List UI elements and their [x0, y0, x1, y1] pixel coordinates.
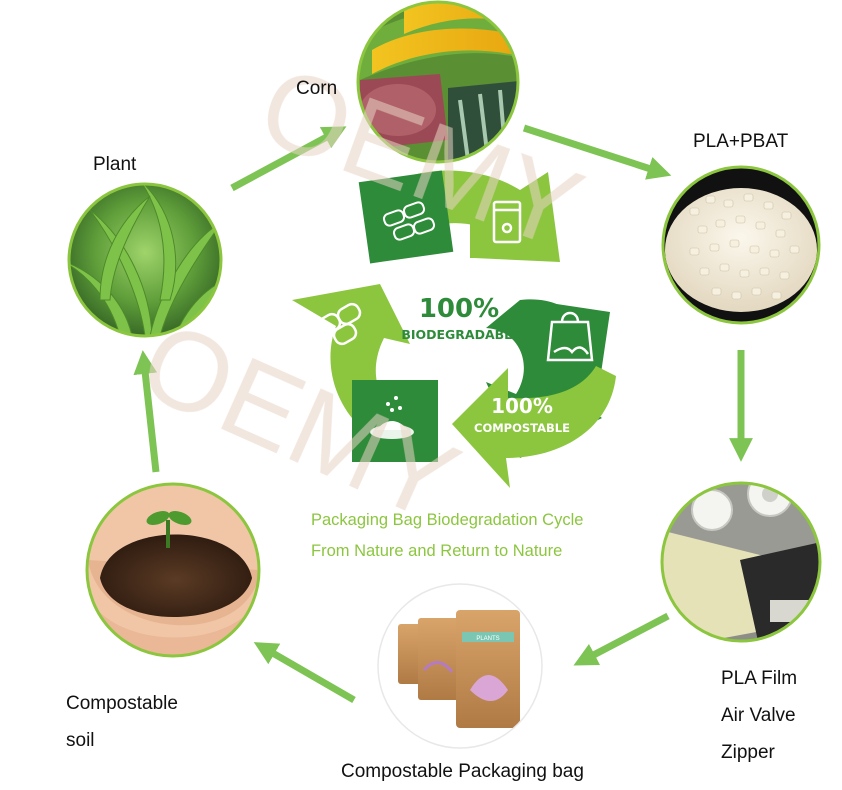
compost-icon	[316, 302, 362, 346]
label-packaging-bag: Compostable Packaging bag	[341, 761, 584, 782]
biodegradable-percent: 100%	[419, 294, 499, 324]
arrow-bag-to-soil	[253, 642, 356, 704]
compostable-label: COMPOSTABLE	[474, 421, 570, 435]
label-compostable: Compostable	[66, 693, 178, 714]
label-pla-film: PLA Film	[721, 668, 798, 689]
compostable-percent: 100%	[491, 394, 553, 418]
pla-film-image	[660, 481, 822, 643]
powder-icon	[370, 396, 414, 439]
recycle-arrow-compost	[452, 366, 616, 488]
pla-pbat-image	[661, 165, 821, 325]
label-pla-pbat: PLA+PBAT	[693, 131, 789, 152]
label-soil: soil	[66, 730, 95, 751]
arrow-plant-to-corn	[230, 126, 347, 192]
plant-image	[67, 182, 223, 338]
label-zipper: Zipper	[721, 742, 775, 763]
pellets-icon	[382, 201, 436, 241]
pouch-icon	[492, 200, 522, 244]
powder-tile	[352, 380, 438, 462]
recycle-symbol	[292, 170, 616, 488]
packaging-bag-image: PLANTS	[377, 583, 543, 749]
cycle-arrows	[133, 124, 753, 704]
corn-image	[356, 0, 520, 164]
bag-tile	[530, 300, 610, 392]
arrow-soil-to-plant	[133, 350, 160, 473]
cycle-title: Packaging Bag Biodegradation Cycle	[311, 511, 584, 529]
bag-brand-text: PLANTS	[476, 636, 499, 642]
label-air-valve: Air Valve	[721, 705, 796, 726]
arrow-film-to-bag	[573, 612, 670, 666]
label-pla-film-group: PLA Film Air Valve Zipper	[721, 660, 797, 771]
bag-icon	[546, 311, 594, 362]
label-corn: Corn	[296, 78, 338, 99]
recycle-arrow-left	[292, 284, 438, 462]
label-plant: Plant	[93, 154, 137, 175]
cycle-subtitle: From Nature and Return to Nature	[311, 542, 563, 560]
label-compostable-soil-group: Compostable soil	[66, 685, 178, 759]
soil-image	[85, 482, 261, 658]
biodegradable-label: BIODEGRADABLE	[401, 327, 520, 342]
arrow-corn-to-pla	[522, 124, 672, 180]
